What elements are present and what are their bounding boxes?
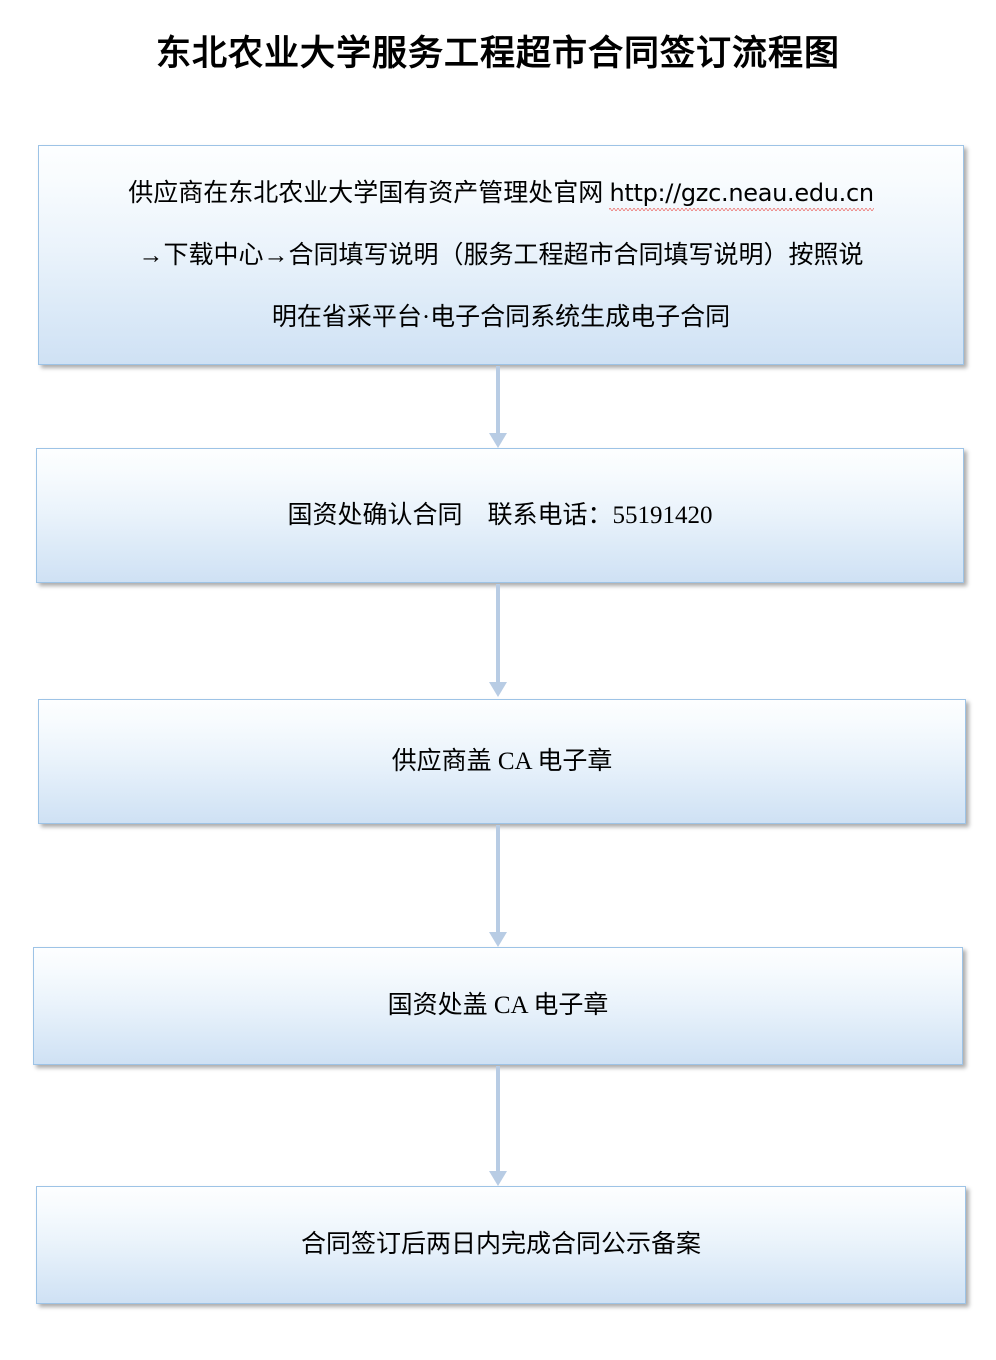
flow-step-1-box[interactable]: 供应商在东北农业大学国有资产管理处官网 http://gzc.neau.edu.… <box>38 145 964 365</box>
connector-shaft <box>496 825 500 932</box>
connector-shaft <box>496 584 500 682</box>
flow-step-2-box[interactable]: 国资处确认合同 联系电话：55191420 <box>36 448 964 583</box>
connector-shaft <box>496 366 500 433</box>
flow-step-5-text: 合同签订后两日内完成合同公示备案 <box>300 1231 701 1258</box>
page-title: 东北农业大学服务工程超市合同签订流程图 <box>155 33 840 74</box>
flow-step-1-text: 供应商在东北农业大学国有资产管理处官网 http://gzc.neau.edu.… <box>39 162 963 349</box>
flow-step-1-line-2: →下载中心→合同填写说明（服务工程超市合同填写说明）按照说 <box>138 241 864 269</box>
arrowhead-down-icon <box>489 682 507 697</box>
connector-step3-to-step4 <box>488 825 508 947</box>
arrowhead-down-icon <box>489 932 507 947</box>
connector-step2-to-step3 <box>488 584 508 697</box>
flow-step-2-text: 国资处确认合同 联系电话：55191420 <box>287 501 713 529</box>
arrowhead-down-icon <box>489 1171 507 1186</box>
flow-step-1-line-3: 明在省采平台·电子合同系统生成电子合同 <box>271 303 731 331</box>
connector-shaft <box>496 1066 500 1171</box>
connector-step4-to-step5 <box>488 1066 508 1186</box>
connector-step1-to-step2 <box>488 366 508 448</box>
flow-step-3-text: 供应商盖 CA 电子章 <box>391 747 613 775</box>
flow-step-1-line-1-text: 供应商在东北农业大学国有资产管理处官网 <box>128 179 610 207</box>
flow-step-3-box[interactable]: 供应商盖 CA 电子章 <box>38 699 966 824</box>
flow-step-1-line-1: 供应商在东北农业大学国有资产管理处官网 http://gzc.neau.edu.… <box>55 162 947 225</box>
flow-step-4-box[interactable]: 国资处盖 CA 电子章 <box>33 947 963 1065</box>
flow-step-4-text: 国资处盖 CA 电子章 <box>387 992 609 1019</box>
flow-step-5-box[interactable]: 合同签订后两日内完成合同公示备案 <box>36 1186 966 1304</box>
gzc-url-link[interactable]: http://gzc.neau.edu.cn <box>609 178 874 211</box>
arrowhead-down-icon <box>489 433 507 448</box>
